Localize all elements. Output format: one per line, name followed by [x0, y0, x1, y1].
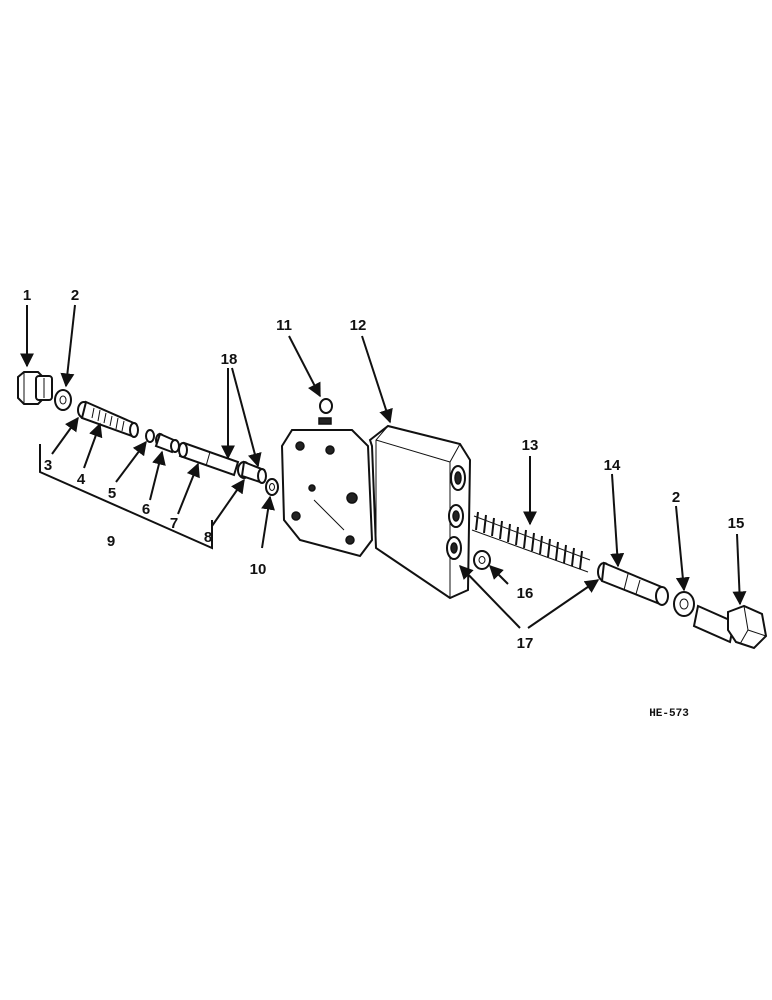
part-washer-right	[673, 591, 695, 617]
part-washer-left	[54, 389, 72, 411]
leader-lines	[20, 304, 747, 629]
label-14: 14	[604, 457, 621, 474]
label-15: 15	[728, 515, 745, 532]
part-small-rings	[145, 429, 180, 454]
part-bolt	[692, 604, 768, 650]
label-11: 11	[276, 317, 292, 334]
part-plunger	[597, 561, 669, 606]
part-washer-small	[473, 550, 491, 570]
label-2-left: 2	[71, 287, 79, 304]
part-small-plug	[318, 398, 333, 425]
part-spring	[471, 511, 591, 573]
label-4: 4	[77, 471, 86, 488]
label-8: 8	[204, 529, 212, 546]
callout-labels: 1 2 3 4 5 6 7 8 9 10 11 12 13 14 2 15 16…	[23, 287, 745, 652]
label-12: 12	[350, 317, 367, 334]
label-1: 1	[23, 287, 31, 304]
part-ring	[265, 478, 279, 496]
label-9: 9	[107, 533, 115, 550]
figure-code: HE-573	[649, 708, 689, 720]
label-13: 13	[522, 437, 539, 454]
label-16: 16	[517, 585, 534, 602]
label-18: 18	[221, 351, 238, 368]
part-spool	[77, 400, 139, 438]
label-17: 17	[517, 635, 534, 652]
label-10: 10	[250, 561, 267, 578]
label-5: 5	[108, 485, 116, 502]
part-plug	[17, 371, 53, 405]
label-7: 7	[170, 515, 178, 532]
label-3: 3	[44, 457, 52, 474]
part-valve-body	[280, 424, 472, 600]
label-6: 6	[142, 501, 150, 518]
label-2-right: 2	[672, 489, 680, 506]
